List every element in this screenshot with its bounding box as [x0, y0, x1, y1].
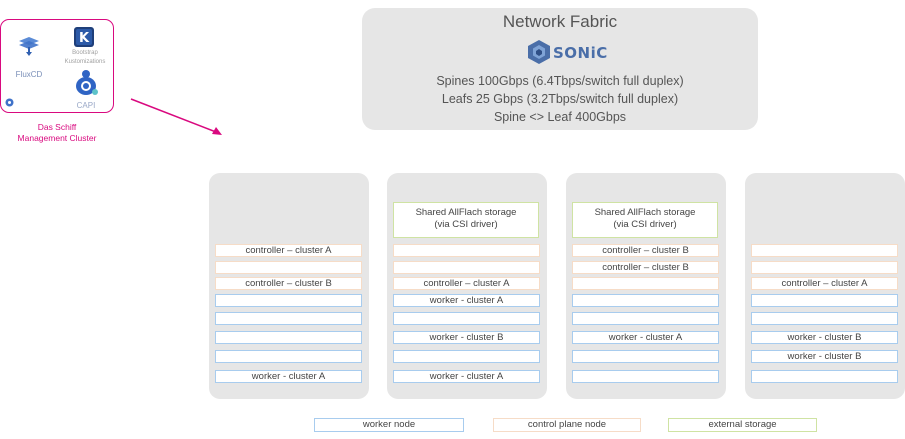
worker-slot — [215, 331, 362, 344]
sonic-icon — [528, 40, 550, 64]
worker-slot: worker - cluster A — [393, 294, 540, 307]
capi-label: CAPI — [76, 101, 96, 110]
svg-text:K: K — [79, 31, 90, 46]
worker-slot — [572, 350, 719, 363]
management-cluster-box: FluxCD K Bootstrap Kustomizations CAPI — [0, 19, 114, 113]
worker-slot: worker - cluster B — [751, 331, 898, 344]
server-4: controller – cluster A worker - cluster B… — [745, 173, 905, 399]
storage-line-2: (via CSI driver) — [434, 219, 498, 230]
worker-slot — [751, 312, 898, 325]
bootstrap-label: Bootstrap — [72, 50, 98, 56]
worker-slot: worker - cluster B — [751, 350, 898, 363]
control-plane-slot: controller – cluster B — [572, 261, 719, 274]
legend-control-plane-node: control plane node — [493, 418, 641, 432]
control-plane-slot: controller – cluster A — [215, 244, 362, 257]
fluxcd-label: FluxCD — [15, 70, 43, 79]
control-plane-slot — [393, 261, 540, 274]
fabric-title: Network Fabric — [502, 12, 618, 31]
kustomizations-label: Kustomizations — [64, 59, 106, 65]
connection-arrow — [130, 98, 222, 135]
fabric-leafs-text: Leafs 25 Gbps (3.2Tbps/switch full duple… — [441, 92, 679, 106]
shared-storage-box: Shared AllFlach storage(via CSI driver) — [393, 202, 539, 238]
network-fabric-box: Network Fabric SONiC Spines 100Gbps (6.4… — [362, 8, 758, 130]
legend-worker-node: worker node — [314, 418, 464, 432]
control-plane-slot: controller – cluster A — [393, 277, 540, 290]
caption-line-2: Management Cluster — [17, 133, 97, 143]
control-plane-slot — [393, 244, 540, 257]
control-plane-slot — [751, 261, 898, 274]
capi-turtle-icon — [76, 70, 98, 95]
kustomize-icon: K — [74, 27, 94, 47]
storage-line-1: Shared AllFlach storage — [594, 207, 696, 218]
worker-slot — [751, 370, 898, 383]
control-plane-slot — [215, 261, 362, 274]
worker-slot — [751, 294, 898, 307]
worker-slot: worker - cluster A — [572, 331, 719, 344]
sonic-logo-text: SONiC — [553, 44, 608, 62]
management-cluster-caption: Das Schiff Management Cluster — [0, 122, 114, 144]
worker-slot — [393, 312, 540, 325]
storage-line-1: Shared AllFlach storage — [415, 207, 517, 218]
control-plane-slot — [572, 277, 719, 290]
worker-slot — [215, 350, 362, 363]
control-plane-slot: controller – cluster B — [215, 277, 362, 290]
kubernetes-icon — [5, 98, 14, 107]
storage-line-2: (via CSI driver) — [613, 219, 677, 230]
control-plane-slot: controller – cluster A — [751, 277, 898, 290]
worker-slot — [215, 312, 362, 325]
worker-slot: worker - cluster B — [393, 331, 540, 344]
fabric-spines-text: Spines 100Gbps (6.4Tbps/switch full dupl… — [436, 74, 684, 88]
control-plane-slot — [751, 244, 898, 257]
worker-slot — [393, 350, 540, 363]
caption-line-1: Das Schiff — [37, 122, 77, 132]
legend-external-storage: external storage — [668, 418, 817, 432]
worker-slot — [572, 312, 719, 325]
worker-slot: worker - cluster A — [215, 370, 362, 383]
worker-slot — [215, 294, 362, 307]
worker-slot: worker - cluster A — [393, 370, 540, 383]
worker-slot — [572, 294, 719, 307]
sonic-logo: SONiC — [527, 38, 607, 68]
shared-storage-box: Shared AllFlach storage(via CSI driver) — [572, 202, 718, 238]
control-plane-slot: controller – cluster B — [572, 244, 719, 257]
fabric-uplink-text: Spine <> Leaf 400Gbps — [493, 110, 627, 124]
server-3: Shared AllFlach storage(via CSI driver) c… — [566, 173, 726, 399]
server-1: controller – cluster A controller – clust… — [209, 173, 369, 399]
fluxcd-icon — [19, 37, 39, 56]
server-2: Shared AllFlach storage(via CSI driver) c… — [387, 173, 547, 399]
worker-slot — [572, 370, 719, 383]
